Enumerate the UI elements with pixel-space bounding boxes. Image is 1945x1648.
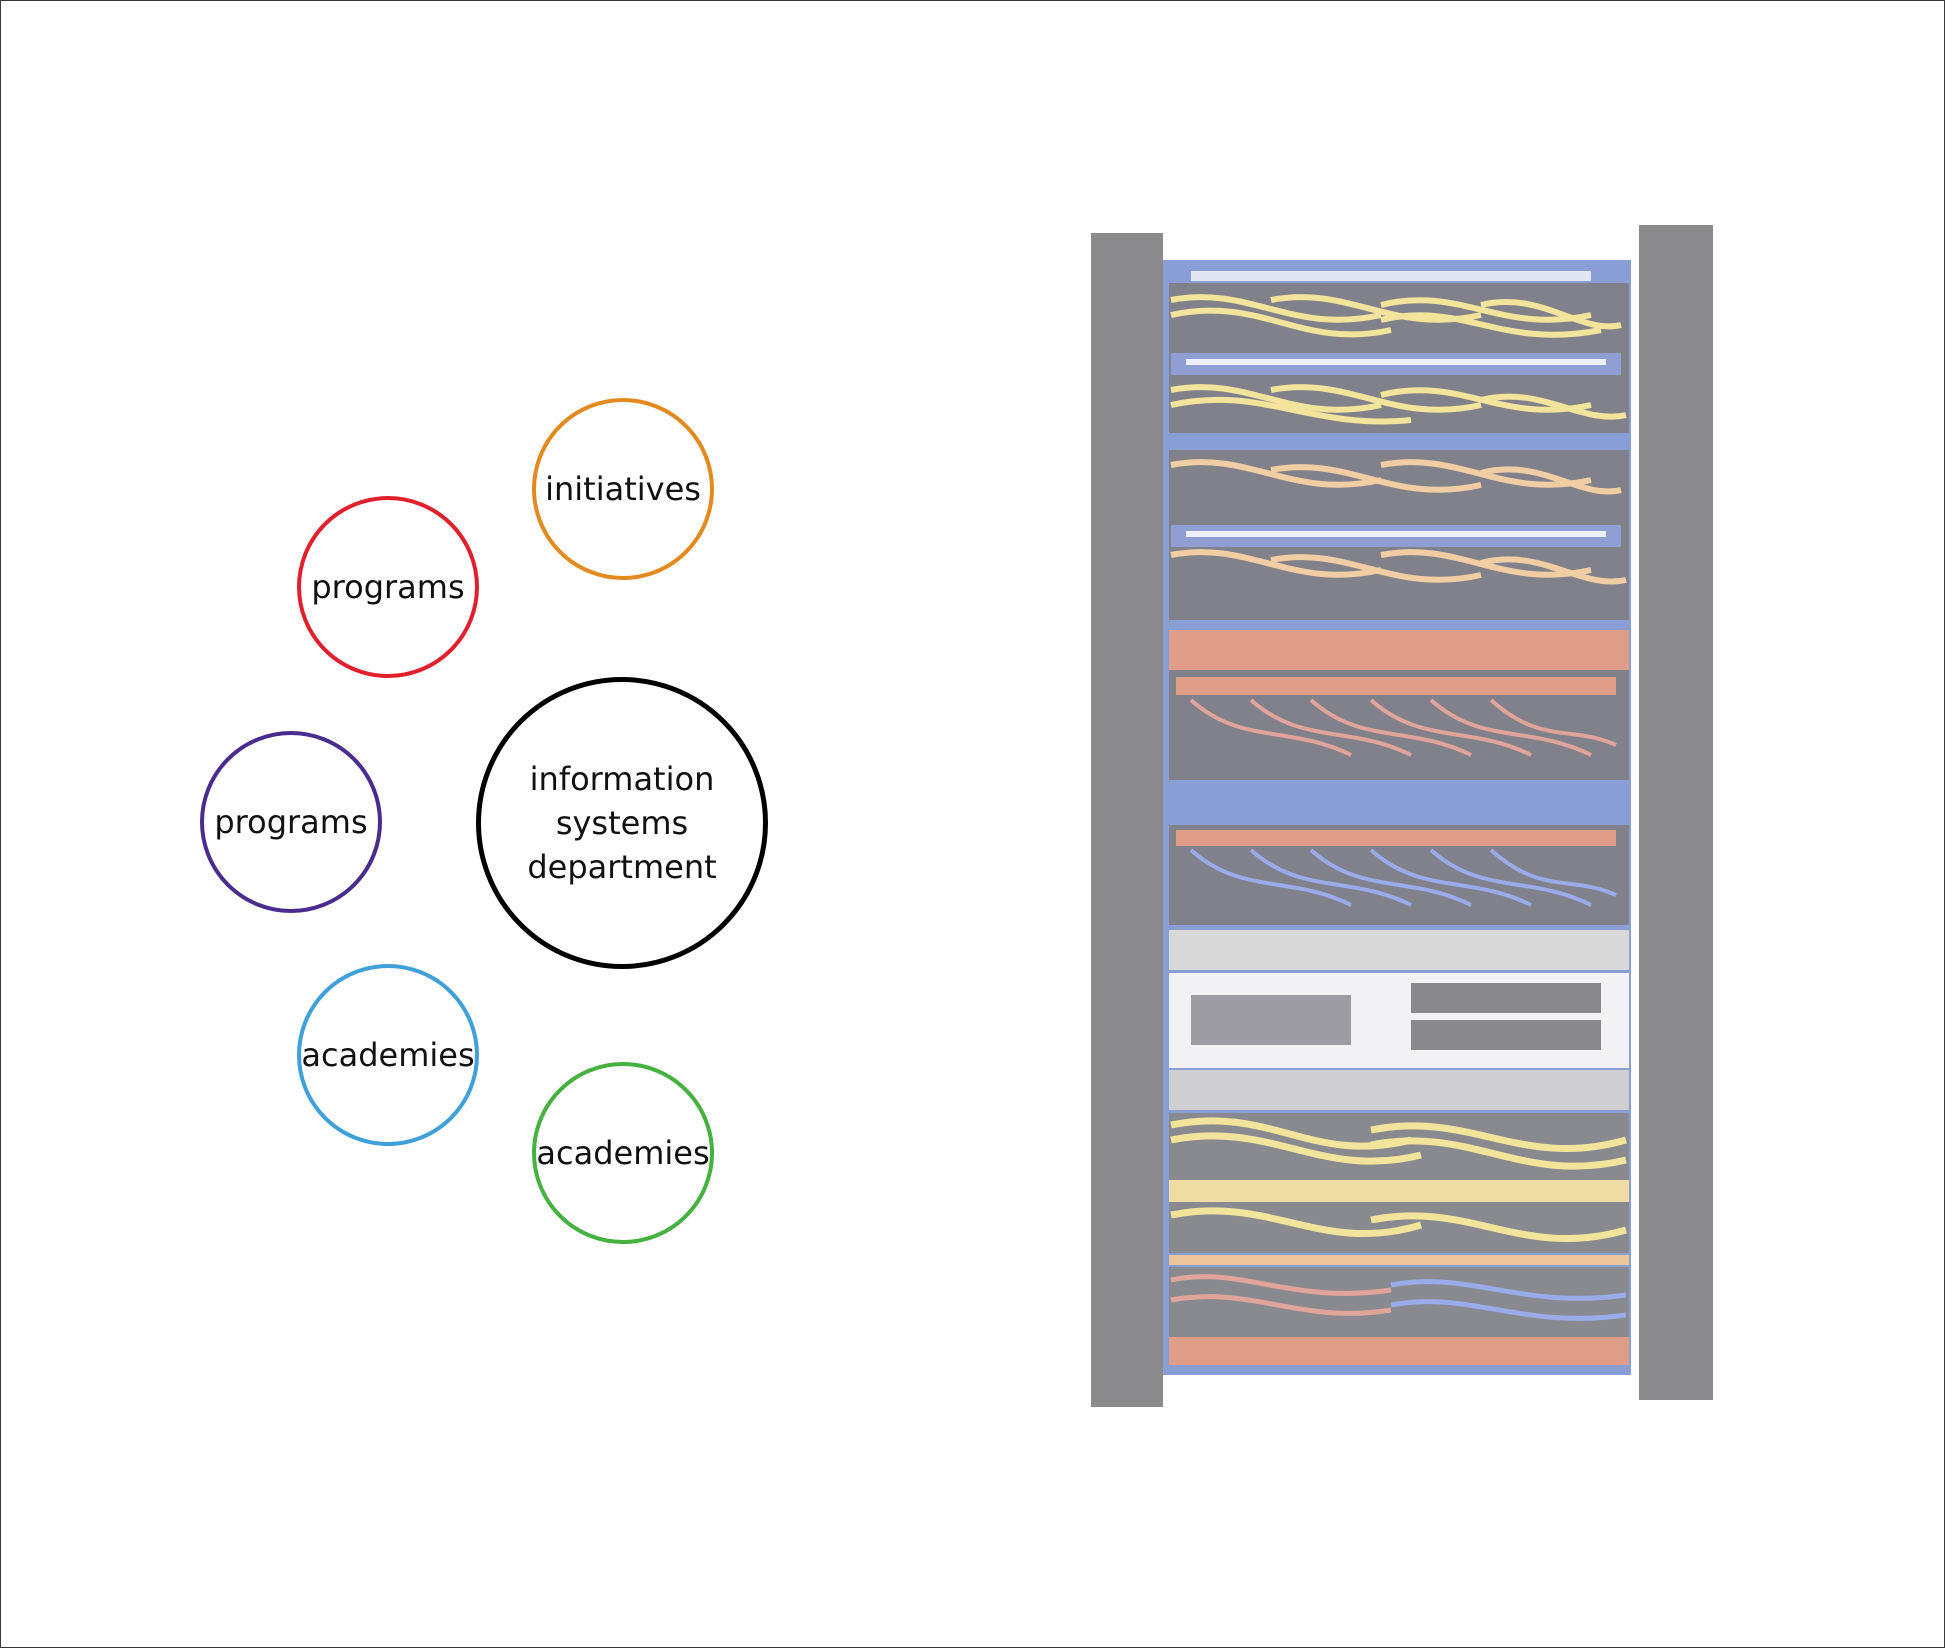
- programs-node-purple: programs: [200, 731, 382, 913]
- initiatives-label: initiatives: [545, 470, 701, 508]
- academies-node-green: academies: [532, 1062, 714, 1244]
- center-label-line: information: [529, 760, 715, 798]
- programs-label: programs: [214, 803, 368, 841]
- programs-label: programs: [311, 568, 465, 606]
- center-label-line: systems: [555, 804, 689, 842]
- academies-label: academies: [301, 1036, 475, 1074]
- center-node: information systems department: [476, 677, 768, 969]
- academies-label: academies: [536, 1134, 710, 1172]
- academies-node-blue: academies: [297, 964, 479, 1146]
- server-rack-image: [1091, 225, 1713, 1407]
- center-label-line: department: [527, 848, 717, 886]
- initiatives-node: initiatives: [532, 398, 714, 580]
- programs-node-red: programs: [297, 496, 479, 678]
